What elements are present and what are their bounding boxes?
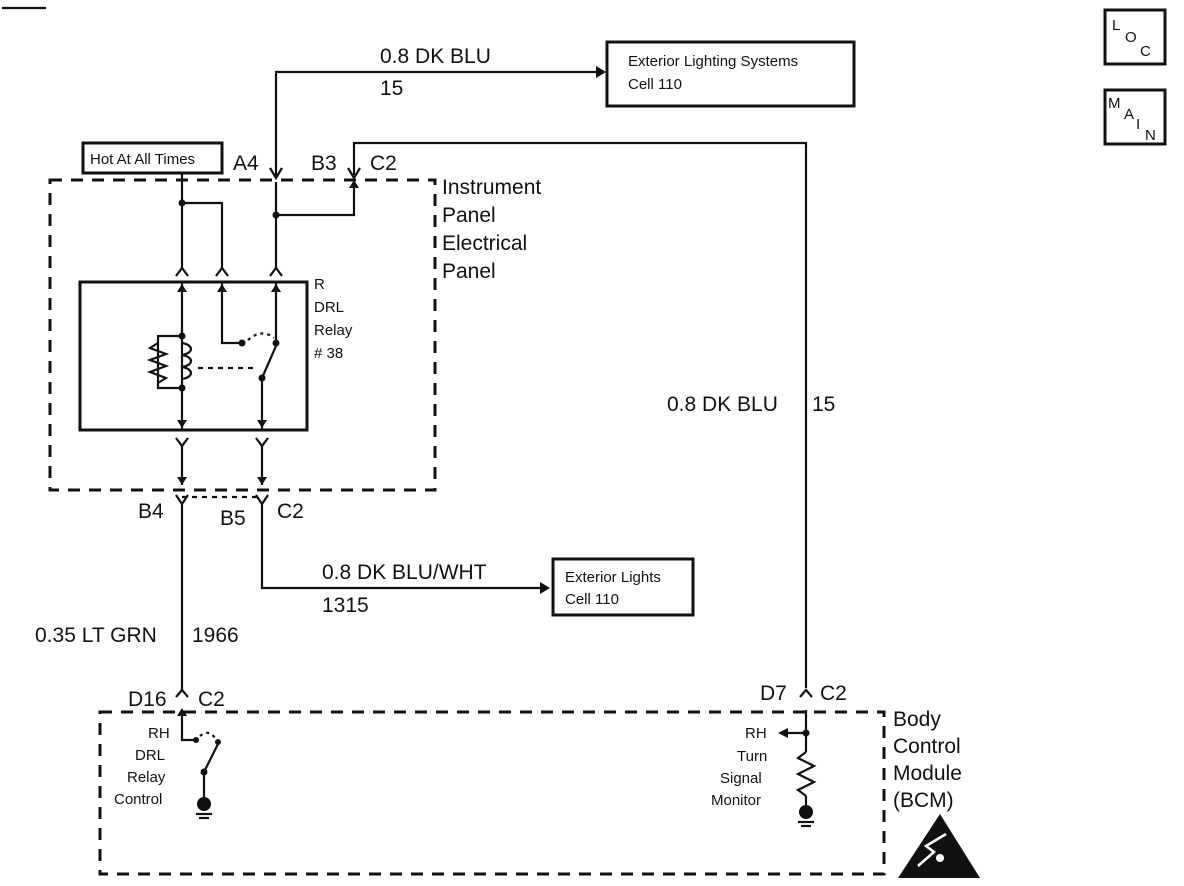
- connector-a4: A4: [233, 152, 259, 175]
- relay-label-line4: # 38: [314, 345, 343, 362]
- left-wire: 0.35 LT GRN 1966: [35, 504, 239, 690]
- ip-label-line1: Instrument: [442, 176, 541, 199]
- top-wire: 0.8 DK BLU 15: [274, 45, 606, 178]
- exterior-lights-line1: Exterior Lights: [565, 569, 661, 586]
- hot-at-all-times-box: Hot At All Times: [81, 141, 224, 182]
- b3-connector-mark: [347, 167, 361, 181]
- a4-connector-mark: [269, 167, 283, 181]
- loc-letter-3: C: [1140, 43, 1151, 60]
- d16-connector-mark: [175, 688, 189, 698]
- ip-label-line4: Panel: [442, 260, 496, 283]
- top-wire-circuit: 15: [380, 77, 403, 100]
- relay-label-line1: R: [314, 276, 325, 293]
- rh-drl-line3: Relay: [127, 769, 166, 786]
- exterior-lighting-systems-line1: Exterior Lighting Systems: [628, 53, 798, 70]
- right-wire: 0.8 DK BLU 15: [352, 141, 835, 688]
- connector-b4: B4: [138, 500, 164, 523]
- connector-d16: D16: [128, 688, 167, 711]
- instrument-panel-label: Instrument Panel Electrical Panel: [442, 176, 541, 283]
- loc-letter-1: L: [1112, 17, 1120, 34]
- relay-resistor: [146, 342, 170, 384]
- right-wire-circuit: 15: [812, 393, 835, 416]
- mid-wire-label: 0.8 DK BLU/WHT: [322, 561, 487, 584]
- rh-turn-arrow-icon: [778, 728, 788, 738]
- ip-label-line2: Panel: [442, 204, 496, 227]
- ground-icon-right: [799, 805, 813, 819]
- main-button[interactable]: M A I N: [1103, 88, 1167, 146]
- main-letter-4: N: [1145, 127, 1156, 144]
- d7-connector-mark: [799, 688, 813, 698]
- connector-c2-mid: C2: [277, 500, 304, 523]
- rh-drl-relay-control: RH DRL Relay Control: [114, 708, 221, 820]
- connector-b3: B3: [311, 152, 337, 175]
- loc-button[interactable]: L O C: [1103, 8, 1167, 66]
- connector-d7: D7: [760, 682, 787, 705]
- rh-drl-line1: RH: [148, 725, 170, 742]
- right-wire-label: 0.8 DK BLU: [667, 393, 778, 416]
- bcm-label-line3: Module: [893, 762, 962, 785]
- left-wire-circuit: 1966: [192, 624, 239, 647]
- main-letter-2: A: [1124, 106, 1134, 123]
- top-wire-label: 0.8 DK BLU: [380, 45, 491, 68]
- rh-drl-line4: Control: [114, 791, 162, 808]
- ip-lower-wiring: [175, 437, 269, 506]
- relay-label-line2: DRL: [314, 299, 344, 316]
- ip-internal-wiring: [175, 180, 359, 277]
- bcm-label-line2: Control: [893, 735, 961, 758]
- drl-relay: [78, 280, 309, 432]
- left-wire-label: 0.35 LT GRN: [35, 624, 157, 647]
- mid-wire-circuit: 1315: [322, 594, 369, 617]
- ip-label-line3: Electrical: [442, 232, 527, 255]
- connector-c2-right: C2: [820, 682, 847, 705]
- relay-label: R DRL Relay # 38: [314, 276, 353, 362]
- bcm-label: Body Control Module (BCM): [893, 708, 962, 812]
- rh-turn-signal-monitor: RH Turn Signal Monitor: [711, 710, 817, 828]
- hot-at-all-times-label: Hot At All Times: [90, 151, 195, 168]
- mid-wire: 0.8 DK BLU/WHT 1315: [260, 504, 550, 617]
- connector-c2-left: C2: [198, 688, 225, 711]
- bcm-label-line4: (BCM): [893, 789, 954, 812]
- monitor-resistor: [795, 751, 817, 797]
- main-letter-1: M: [1108, 95, 1121, 112]
- esd-warning-icon: [898, 814, 980, 878]
- exterior-lighting-systems-box[interactable]: Exterior Lighting Systems Cell 110: [605, 40, 856, 108]
- rh-drl-line2: DRL: [135, 747, 165, 764]
- bcm-outline: [98, 710, 886, 876]
- main-letter-3: I: [1136, 116, 1140, 133]
- exterior-lights-box[interactable]: Exterior Lights Cell 110: [551, 557, 695, 617]
- exterior-lighting-systems-line2: Cell 110: [628, 76, 682, 93]
- rh-turn-line2: Turn: [737, 748, 767, 765]
- loc-letter-2: O: [1125, 29, 1137, 46]
- relay-coil: [181, 341, 193, 381]
- bcm-label-line1: Body: [893, 708, 941, 731]
- exterior-lights-line2: Cell 110: [565, 591, 619, 608]
- instrument-panel-outline: [48, 178, 437, 492]
- connector-c2-top: C2: [370, 152, 397, 175]
- rh-turn-line3: Signal: [720, 770, 762, 787]
- connector-b5: B5: [220, 507, 246, 530]
- rh-turn-line4: Monitor: [711, 792, 761, 809]
- ground-icon-left: [197, 797, 211, 811]
- rh-turn-line1: RH: [745, 725, 767, 742]
- relay-label-line3: Relay: [314, 322, 353, 339]
